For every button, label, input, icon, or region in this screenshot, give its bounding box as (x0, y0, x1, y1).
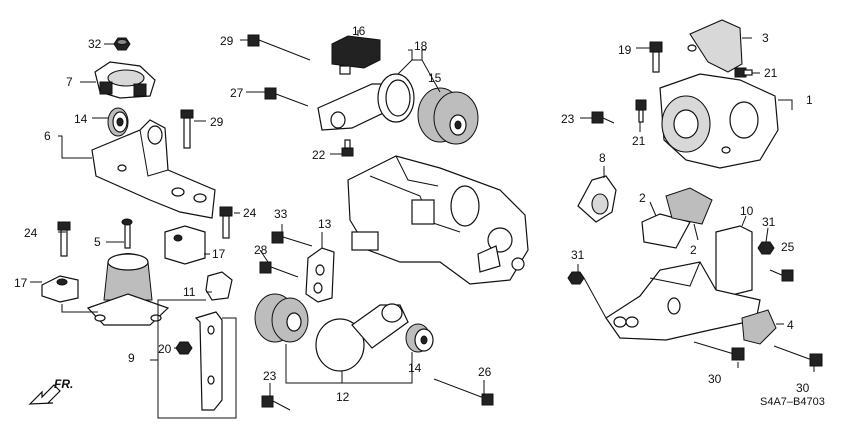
part-8-stopper[interactable] (577, 175, 617, 223)
engine-block (347, 155, 529, 285)
front-direction-label: FR. (54, 377, 73, 391)
callout-3: 3 (762, 31, 769, 45)
callout-23: 23 (561, 112, 575, 126)
callout-4: 4 (787, 318, 794, 332)
part-12-torque-rod[interactable] (315, 303, 409, 372)
callout-21: 21 (764, 66, 778, 80)
callout-1: 1 (806, 93, 813, 107)
callout-16: 16 (352, 24, 366, 38)
callout-9: 9 (128, 351, 135, 365)
callout-30: 30 (708, 372, 722, 386)
part-7-stopper[interactable] (94, 61, 156, 99)
part-13-bracket[interactable] (305, 247, 335, 303)
callout-14: 14 (408, 361, 422, 375)
part-20-nut[interactable] (175, 341, 193, 355)
callout-26: 26 (478, 365, 492, 379)
part-33-bolt[interactable] (271, 231, 313, 247)
leader-lines (30, 30, 815, 419)
part-24-bolt-right[interactable] (219, 206, 233, 239)
part-2-damper-pad-left[interactable] (641, 213, 691, 249)
callout-21: 21 (632, 134, 646, 148)
callout-24: 24 (243, 206, 257, 220)
part-12-bushing[interactable] (254, 293, 309, 343)
callout-25: 25 (781, 240, 795, 254)
callout-30: 30 (796, 381, 810, 395)
callout-13: 13 (318, 217, 332, 231)
part-21-bolt-lower[interactable] (635, 99, 647, 123)
part-3-bracket[interactable] (687, 19, 743, 73)
callout-11: 11 (183, 285, 196, 299)
callout-2: 2 (639, 191, 646, 205)
callout-19: 19 (618, 43, 632, 57)
callout-29: 29 (210, 115, 224, 129)
callout-18: 18 (414, 39, 428, 53)
part-14-bushing[interactable] (107, 107, 129, 137)
callout-28: 28 (254, 243, 268, 257)
part-1-transmission-mount[interactable] (659, 73, 779, 169)
part-29-bolt[interactable] (180, 109, 194, 149)
part-27-bolt[interactable] (264, 87, 309, 107)
front-direction-arrow: FR. (28, 377, 73, 405)
callout-8: 8 (599, 151, 606, 165)
part-6-bracket[interactable] (91, 119, 216, 219)
part-9-stay[interactable] (194, 311, 223, 411)
part-32-nut[interactable] (113, 37, 131, 51)
part-30-bolt-right[interactable] (773, 345, 823, 367)
callout-17: 17 (14, 276, 28, 290)
part-4-pad[interactable] (741, 309, 777, 345)
callout-10: 10 (740, 204, 754, 218)
part-16-stopper[interactable] (331, 35, 381, 75)
part-17-stopper-left[interactable] (41, 275, 79, 303)
callout-33: 33 (274, 207, 288, 221)
callout-7: 7 (66, 75, 73, 89)
callout-20: 20 (158, 342, 172, 356)
callout-14: 14 (74, 112, 88, 126)
callout-6: 6 (44, 129, 51, 143)
callout-24: 24 (24, 226, 38, 240)
callout-17: 17 (212, 247, 226, 261)
part-5-engine-mount[interactable] (86, 218, 170, 326)
callout-31: 31 (762, 215, 776, 229)
part-10-crossmember[interactable] (605, 261, 761, 341)
diagram-code: S4A7–B4703 (760, 396, 825, 408)
part-19-bolt[interactable] (649, 41, 663, 73)
part-23-bolt[interactable] (261, 395, 291, 411)
callout-22: 22 (312, 148, 326, 162)
part-29-bolt-long[interactable] (247, 34, 311, 61)
part-24-bolt-left[interactable] (57, 221, 71, 257)
part-28-bolt[interactable] (259, 261, 299, 278)
callout-15: 15 (428, 71, 442, 85)
part-30-bolt-left[interactable] (693, 341, 745, 361)
part-15-bushing[interactable] (417, 87, 479, 145)
callout-12: 12 (336, 390, 350, 404)
callout-31: 31 (571, 248, 585, 262)
part-25-bolt[interactable] (769, 269, 794, 282)
part-11-clip[interactable] (205, 271, 233, 301)
part-17-stopper-right[interactable] (164, 225, 206, 265)
part-18-torque-rod[interactable] (317, 73, 415, 131)
part-23-bolt-right[interactable] (591, 111, 615, 124)
callout-27: 27 (230, 86, 244, 100)
part-14-bushing-lower[interactable] (405, 323, 434, 353)
callout-23: 23 (263, 369, 277, 383)
part-21-bolt-upper[interactable] (734, 67, 753, 78)
callout-29: 29 (220, 34, 234, 48)
part-31-nut-left[interactable] (567, 271, 585, 285)
callout-2: 2 (690, 243, 697, 257)
part-31-nut-right[interactable] (757, 241, 775, 255)
part-26-bolt[interactable] (433, 378, 494, 406)
callout-32: 32 (88, 37, 102, 51)
part-2-damper-pad-right[interactable] (665, 187, 713, 225)
part-22-bolt[interactable] (341, 139, 354, 157)
callout-5: 5 (94, 235, 101, 249)
part-10-bracket[interactable] (715, 225, 753, 297)
